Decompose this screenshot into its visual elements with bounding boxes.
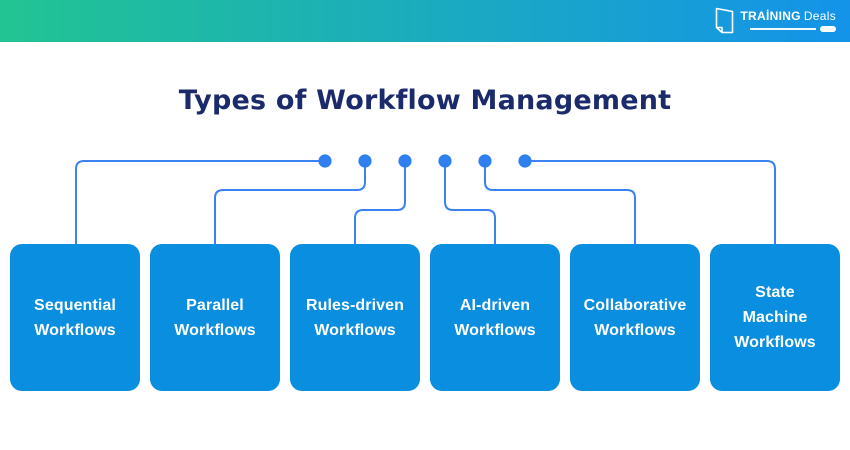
- connector-path-state-machine: [525, 160, 776, 245]
- brand-name-secondary: Deals: [803, 9, 836, 23]
- connector-dot: [398, 154, 412, 168]
- box-parallel-workflows: Parallel Workflows: [150, 244, 280, 391]
- underline-pill-icon: [820, 26, 836, 32]
- connector-dot: [478, 154, 492, 168]
- connector-path-sequential: [75, 160, 325, 245]
- brand-name-primary: TRAİNING: [740, 9, 801, 23]
- page-title: Types of Workflow Management: [178, 85, 672, 116]
- connector-path-parallel: [214, 161, 366, 245]
- connector-path-rules-driven: [354, 161, 406, 245]
- box-label: AI-driven Workflows: [454, 296, 536, 339]
- connector-dot: [518, 154, 532, 168]
- box-collaborative-workflows: Collaborative Workflows: [570, 244, 700, 391]
- box-sequential-workflows: Sequential Workflows: [10, 244, 140, 391]
- box-label: Parallel Workflows: [174, 296, 256, 339]
- connector-dot: [318, 154, 332, 168]
- connector-dot: [438, 154, 452, 168]
- box-label: State Machine Workflows: [734, 284, 816, 351]
- underline-rule: [750, 28, 816, 30]
- box-label: Collaborative Workflows: [583, 296, 687, 339]
- box-label: Sequential Workflows: [34, 296, 116, 339]
- logo-underline-decoration: [740, 26, 836, 32]
- workflow-boxes-row: Sequential Workflows Parallel Workflows …: [10, 244, 840, 391]
- box-state-machine-workflows: State Machine Workflows: [710, 244, 840, 391]
- connector-path-collaborative: [484, 161, 636, 245]
- box-rules-driven-workflows: Rules-driven Workflows: [290, 244, 420, 391]
- document-page-icon: [714, 7, 735, 34]
- connector-dot: [358, 154, 372, 168]
- box-ai-driven-workflows: AI-driven Workflows: [430, 244, 560, 391]
- connector-path-ai-driven: [444, 161, 496, 245]
- box-label: Rules-driven Workflows: [305, 296, 405, 339]
